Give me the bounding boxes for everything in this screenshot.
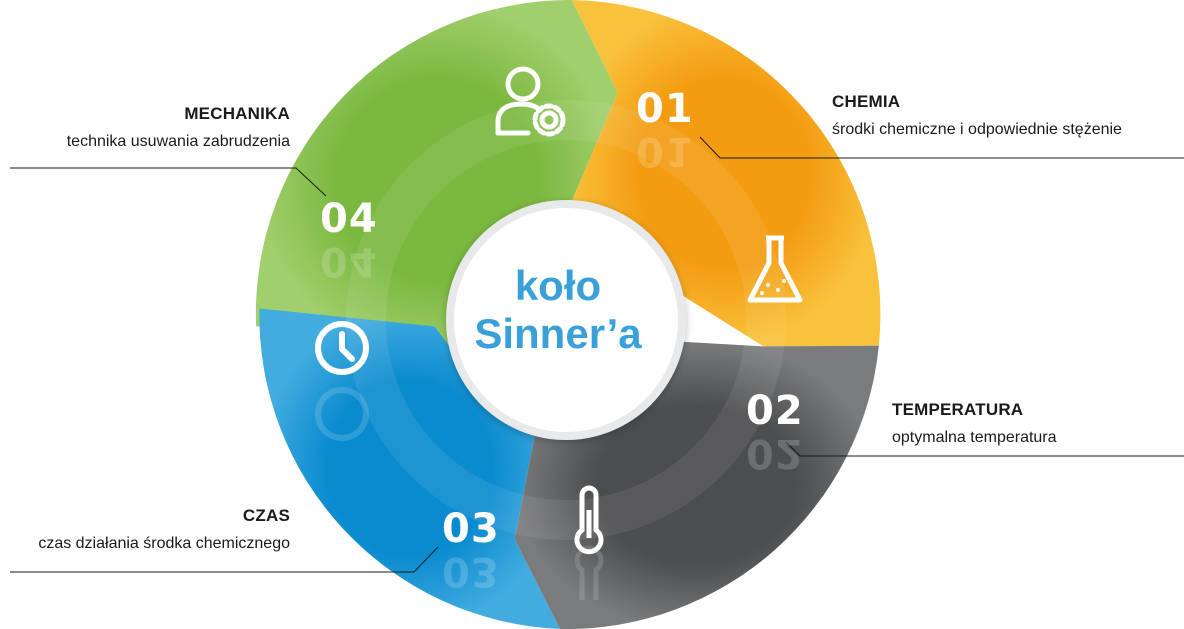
connector-lines bbox=[10, 136, 1184, 573]
segment-02-number-reflection: 02 bbox=[746, 430, 804, 476]
segment-04-number: 04 bbox=[320, 196, 378, 242]
label-mechanika-description: technika usuwania zabrudzenia bbox=[66, 133, 290, 151]
label-czas-title: CZAS bbox=[242, 506, 290, 525]
thermometer-icon bbox=[574, 485, 604, 555]
segment-04-number-reflection: 04 bbox=[320, 238, 378, 284]
segment-03-number-reflection: 03 bbox=[442, 548, 500, 594]
center-title-line-2: Sinner’a bbox=[474, 310, 642, 357]
connector-02 bbox=[785, 441, 1184, 457]
segment-02-temperatura bbox=[514, 341, 879, 629]
label-temperatura-description: optymalna temperatura bbox=[892, 429, 1057, 447]
center-title: koło Sinner’a bbox=[458, 262, 658, 358]
segment-02-number: 02 bbox=[746, 388, 804, 434]
label-chemia: CHEMIA środki chemiczne i odpowiednie st… bbox=[832, 92, 1122, 140]
label-mechanika-title: MECHANIKA bbox=[184, 104, 290, 123]
label-temperatura-title: TEMPERATURA bbox=[892, 400, 1024, 419]
segment-03-czas bbox=[259, 308, 560, 629]
flask-icon bbox=[747, 235, 803, 303]
connector-03 bbox=[10, 546, 439, 573]
segment-03-number: 03 bbox=[442, 506, 500, 552]
connector-01 bbox=[699, 136, 1184, 159]
user-gear-icon bbox=[495, 66, 566, 137]
label-temperatura: TEMPERATURA optymalna temperatura bbox=[892, 400, 1057, 448]
connector-04 bbox=[10, 167, 327, 197]
label-czas: CZAS czas działania środka chemicznego bbox=[38, 506, 290, 554]
clock-icon bbox=[315, 321, 369, 375]
label-czas-description: czas działania środka chemicznego bbox=[38, 535, 290, 553]
label-chemia-description: środki chemiczne i odpowiednie stężenie bbox=[832, 121, 1122, 139]
segment-01-number: 01 bbox=[636, 86, 694, 132]
segment-01-chemia bbox=[568, 0, 881, 347]
label-chemia-title: CHEMIA bbox=[832, 92, 901, 111]
segment-04-mechanika bbox=[255, 0, 618, 361]
segment-01-number-reflection: 01 bbox=[636, 128, 694, 174]
center-title-line-1: koło bbox=[514, 262, 602, 309]
label-mechanika: MECHANIKA technika usuwania zabrudzenia bbox=[67, 104, 290, 152]
